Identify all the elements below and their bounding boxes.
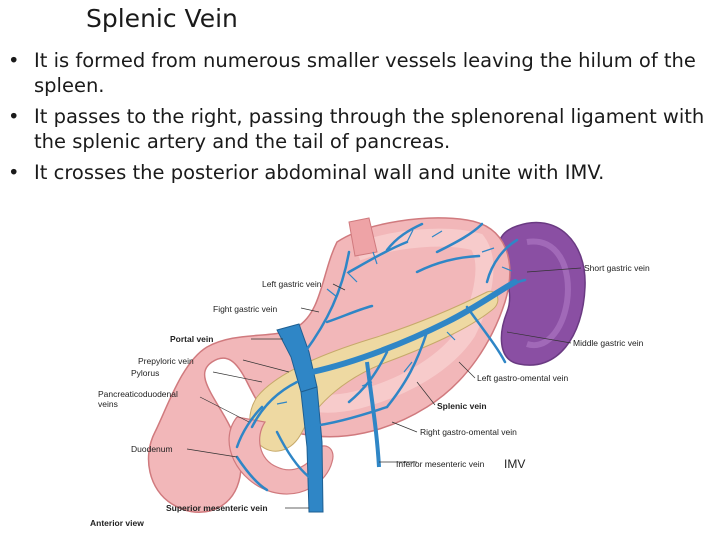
bullet-text: It crosses the posterior abdominal wall … — [34, 161, 605, 184]
stomach-highlight — [285, 228, 494, 413]
small-vein-branches — [276, 229, 513, 405]
splenic-vein-shape — [309, 279, 518, 375]
bullet-item: • It crosses the posterior abdominal wall… — [0, 160, 712, 185]
gastric-vein-branches — [235, 222, 527, 492]
bullet-dot: • — [8, 161, 20, 184]
bullet-dot: • — [8, 49, 20, 72]
label-right-gastro-omental-vein: Right gastro-omental vein — [420, 427, 517, 437]
label-splenic-vein: Splenic vein — [437, 401, 487, 411]
label-pancreaticoduodenal-veins: veins — [98, 399, 118, 409]
bullet-text: It is formed from numerous smaller vesse… — [34, 49, 696, 97]
label-pylorus: Pylorus — [131, 368, 160, 378]
label-inferior-mesenteric-vein: Inferior mesenteric vein — [396, 459, 485, 469]
label-left-gastric-vein: Left gastric vein — [262, 279, 322, 289]
label-middle-gastric-vein: Middle gastric vein — [573, 338, 644, 348]
spleen-highlight — [526, 238, 571, 349]
anatomy-figure: Left gastric vein Fight gastric vein Por… — [87, 212, 665, 528]
label-imv-annotation: IMV — [504, 457, 526, 471]
label-short-gastric-vein: Short gastric vein — [584, 263, 650, 273]
inferior-mesenteric-vein-shape — [365, 361, 381, 468]
superior-mesenteric-vein-shape — [300, 386, 324, 513]
bullet-item: • It passes to the right, passing through… — [0, 104, 712, 154]
label-anterior-view: Anterior view — [90, 518, 144, 528]
label-superior-mesenteric-vein: Superior mesenteric vein — [166, 503, 268, 513]
label-prepyloric-vein: Prepyloric vein — [138, 356, 194, 366]
label-duodenum: Duodenum — [131, 444, 173, 454]
label-portal-vein: Portal vein — [170, 334, 214, 344]
label-right-gastric-vein: Fight gastric vein — [213, 304, 278, 314]
anatomy-illustration — [147, 217, 586, 513]
label-left-gastro-omental-vein: Left gastro-omental vein — [477, 373, 569, 383]
bullet-list: • It is formed from numerous smaller vess… — [0, 48, 712, 191]
leader-lines — [186, 267, 582, 509]
bullet-text: It passes to the right, passing through … — [34, 105, 705, 153]
bullet-dot: • — [8, 105, 20, 128]
esophagus-shape — [348, 217, 378, 257]
slide-title: Splenic Vein — [86, 4, 238, 33]
label-pancreaticoduodenal: Pancreaticoduodenal — [98, 389, 178, 399]
bullet-item: • It is formed from numerous smaller vess… — [0, 48, 712, 98]
